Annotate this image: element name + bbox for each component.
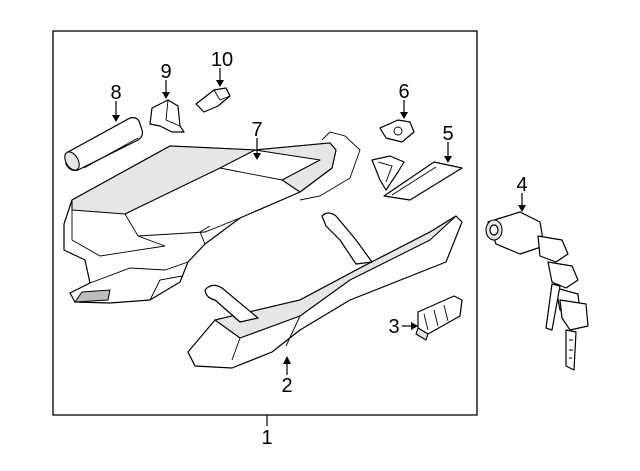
leaders xyxy=(112,68,526,426)
callout-6: 6 xyxy=(398,81,409,103)
callout-4: 4 xyxy=(516,174,527,196)
glove-box-door xyxy=(187,212,463,369)
callout-9: 9 xyxy=(160,61,171,83)
assembly-frame xyxy=(52,30,478,416)
lock-cylinder-with-keys xyxy=(485,211,589,371)
clip xyxy=(195,87,231,113)
callout-3: 3 xyxy=(388,316,399,338)
callout-2: 2 xyxy=(281,375,292,397)
callout-5: 5 xyxy=(442,123,453,145)
latch-striker xyxy=(371,119,415,191)
callout-8: 8 xyxy=(110,82,121,104)
latch-handle xyxy=(415,295,463,341)
trim-strip xyxy=(383,161,463,201)
callout-1: 1 xyxy=(261,427,272,449)
bumper xyxy=(149,99,185,133)
damper xyxy=(64,117,144,171)
glove-box-bin xyxy=(63,131,361,304)
callout-10: 10 xyxy=(211,49,233,71)
callout-7: 7 xyxy=(251,119,262,141)
